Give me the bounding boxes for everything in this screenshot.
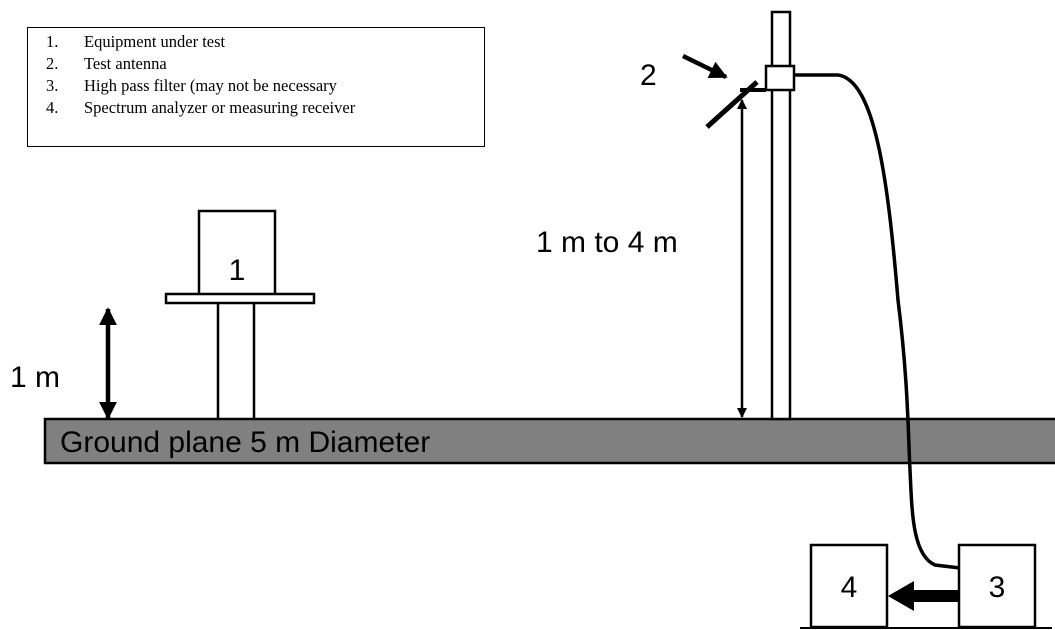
antenna-pointer-arrow <box>682 53 728 80</box>
analyzer-box <box>809 543 889 629</box>
legend-item: 1. Equipment under test <box>46 31 484 53</box>
filter-number-label: 3 <box>989 571 1006 604</box>
legend-item: 2. Test antenna <box>46 53 484 75</box>
eut-number-label: 1 <box>229 254 246 287</box>
legend-item-number: 4. <box>46 98 59 117</box>
test-antenna <box>705 80 759 129</box>
antenna-mount <box>764 64 796 92</box>
ground-plane-label: Ground plane 5 m Diameter <box>60 426 430 459</box>
legend-item-number: 2. <box>46 54 59 73</box>
legend-item: 4. Spectrum analyzer or measuring receive… <box>46 97 484 119</box>
antenna-mast <box>705 10 796 421</box>
equipment-under-test: 1 <box>164 209 316 419</box>
eut-height-label: 1 m <box>10 361 60 394</box>
eut-table-top <box>164 292 316 305</box>
antenna-cable <box>794 73 961 570</box>
legend-item-text: Test antenna <box>84 54 167 73</box>
legend-item: 3. High pass filter (may not be necessary <box>46 75 484 97</box>
signal-arrow <box>888 581 958 611</box>
legend-item-text: Spectrum analyzer or measuring receiver <box>84 98 356 117</box>
mast-pole <box>770 10 792 421</box>
spectrum-analyzer: 4 <box>809 543 889 629</box>
high-pass-filter: 3 <box>957 543 1037 629</box>
legend-box: 1. Equipment under test 2. Test antenna 3.… <box>27 27 485 147</box>
ground-plane <box>43 417 1055 465</box>
legend-item-number: 3. <box>46 76 59 95</box>
antenna-height-label: 1 m to 4 m <box>536 226 678 259</box>
legend-list: 1. Equipment under test 2. Test antenna 3.… <box>46 31 484 119</box>
filter-box <box>957 543 1037 629</box>
antenna-number-label: 2 <box>640 59 657 92</box>
legend-item-number: 1. <box>46 32 59 51</box>
legend-item-text: High pass filter (may not be necessary <box>84 76 337 95</box>
analyzer-number-label: 4 <box>841 571 858 604</box>
legend-item-text: Equipment under test <box>84 32 226 51</box>
